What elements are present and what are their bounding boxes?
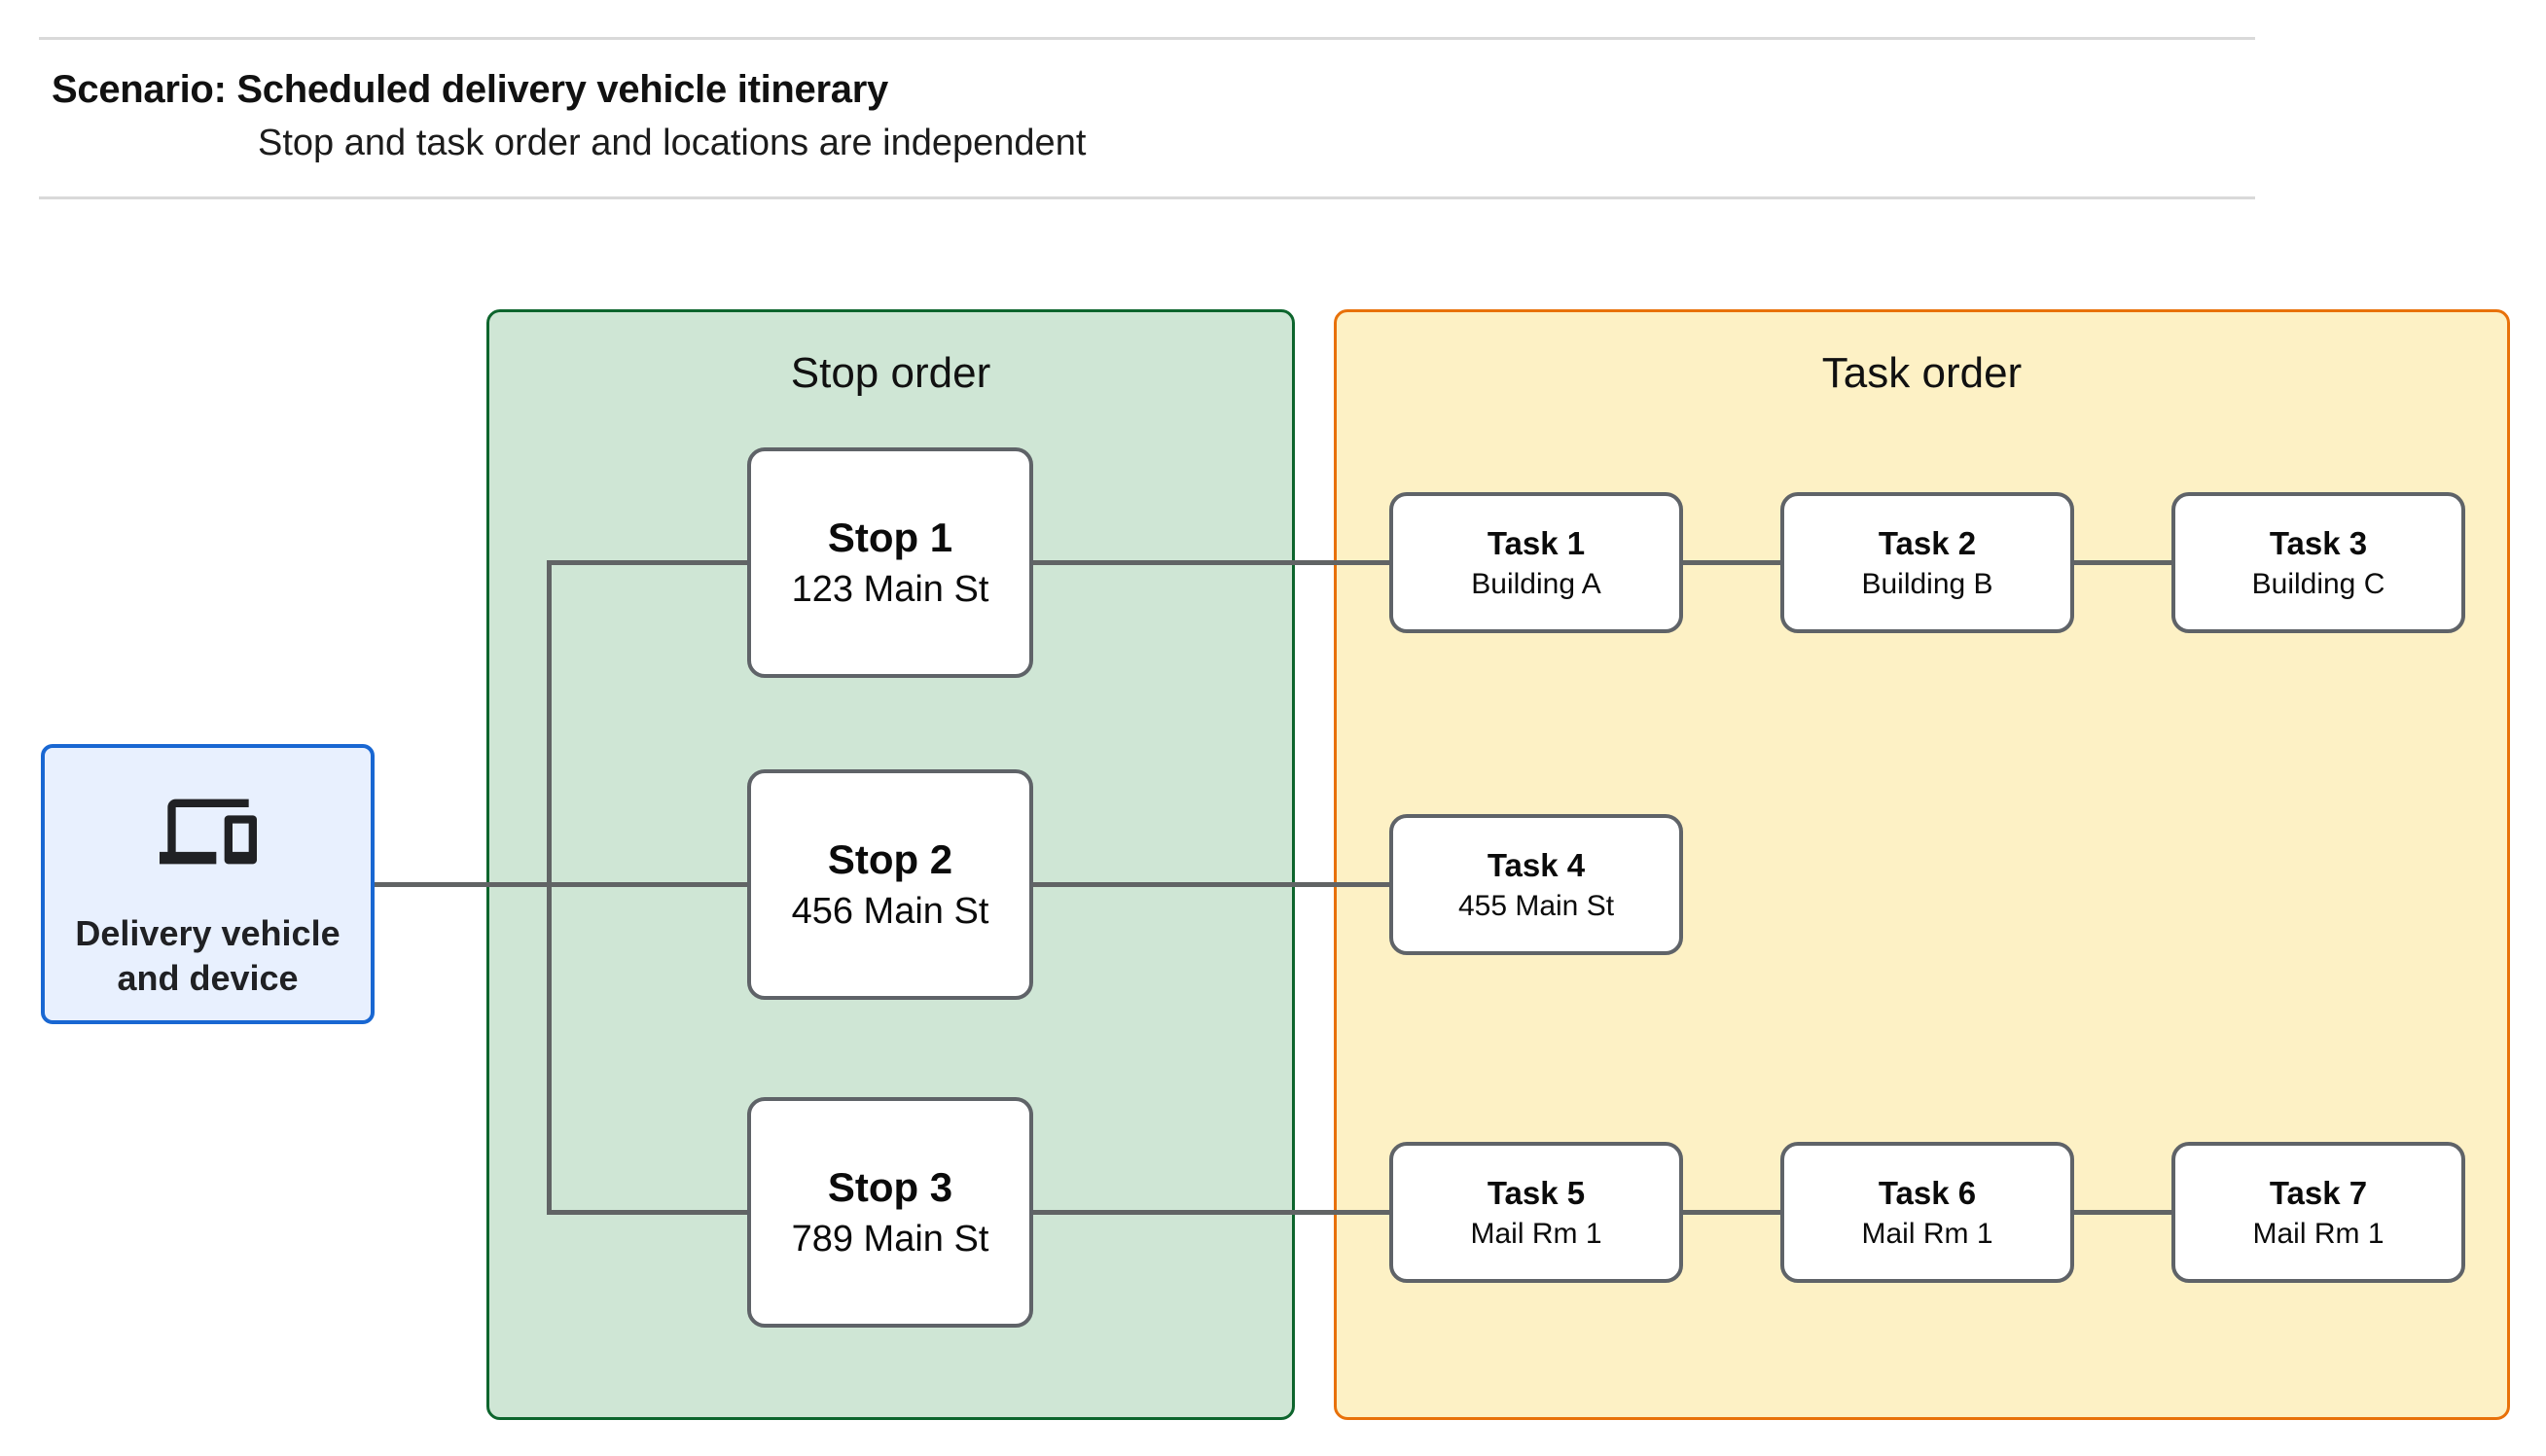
stop-1-name: Stop 1 [827, 514, 953, 560]
task-7-name: Task 7 [2269, 1174, 2368, 1211]
task-7-node: Task 7 Mail Rm 1 [2171, 1142, 2465, 1283]
connector-trunk-to-stop3 [547, 1210, 749, 1215]
task-4-name: Task 4 [1487, 846, 1586, 883]
task-2-node: Task 2 Building B [1780, 492, 2074, 633]
task-1-location: Building A [1471, 567, 1601, 600]
stop-1-node: Stop 1 123 Main St [747, 447, 1033, 678]
stop-2-node: Stop 2 456 Main St [747, 769, 1033, 1000]
task-7-location: Mail Rm 1 [2252, 1217, 2385, 1250]
stop-2-location: 456 Main St [791, 891, 989, 932]
connector-stop1-to-task1 [1029, 560, 1393, 565]
task-3-name: Task 3 [2269, 524, 2368, 561]
connector-stop2-to-task4 [1029, 882, 1393, 887]
task-4-location: 455 Main St [1457, 889, 1615, 922]
stop-3-name: Stop 3 [827, 1163, 953, 1210]
task-order-panel-title: Task order [1821, 349, 2023, 397]
connector-task1-to-task2 [1680, 560, 1783, 565]
task-6-node: Task 6 Mail Rm 1 [1780, 1142, 2074, 1283]
connector-task2-to-task3 [2071, 560, 2174, 565]
stop-1-location: 123 Main St [791, 569, 989, 610]
task-1-node: Task 1 Building A [1389, 492, 1683, 633]
task-5-location: Mail Rm 1 [1470, 1217, 1602, 1250]
stop-2-name: Stop 2 [827, 835, 953, 882]
connector-stop-trunk [547, 560, 552, 1215]
task-2-location: Building B [1861, 567, 1993, 600]
connector-task5-to-task6 [1680, 1210, 1783, 1215]
task-6-location: Mail Rm 1 [1861, 1217, 1993, 1250]
divider-bottom [39, 196, 2255, 199]
task-1-name: Task 1 [1487, 524, 1586, 561]
task-2-name: Task 2 [1878, 524, 1977, 561]
divider-top [39, 37, 2255, 40]
task-5-node: Task 5 Mail Rm 1 [1389, 1142, 1683, 1283]
connector-stop3-to-task5 [1029, 1210, 1393, 1215]
task-3-node: Task 3 Building C [2171, 492, 2465, 633]
stop-3-node: Stop 3 789 Main St [747, 1097, 1033, 1328]
connector-trunk-to-stop1 [547, 560, 749, 565]
delivery-vehicle-label: Delivery vehicle and device [75, 913, 341, 999]
task-3-location: Building C [2251, 567, 2385, 600]
delivery-vehicle-node: Delivery vehicle and device [41, 744, 375, 1024]
stop-3-location: 789 Main St [791, 1219, 989, 1260]
task-6-name: Task 6 [1878, 1174, 1977, 1211]
page-subtitle: Stop and task order and locations are in… [258, 123, 1087, 163]
connector-task6-to-task7 [2071, 1210, 2174, 1215]
connector-source-to-stop2 [373, 882, 752, 887]
stop-order-panel-title: Stop order [790, 349, 991, 397]
task-5-name: Task 5 [1487, 1174, 1586, 1211]
devices-icon [159, 799, 257, 865]
page-title: Scenario: Scheduled delivery vehicle iti… [52, 68, 888, 111]
task-4-node: Task 4 455 Main St [1389, 814, 1683, 955]
